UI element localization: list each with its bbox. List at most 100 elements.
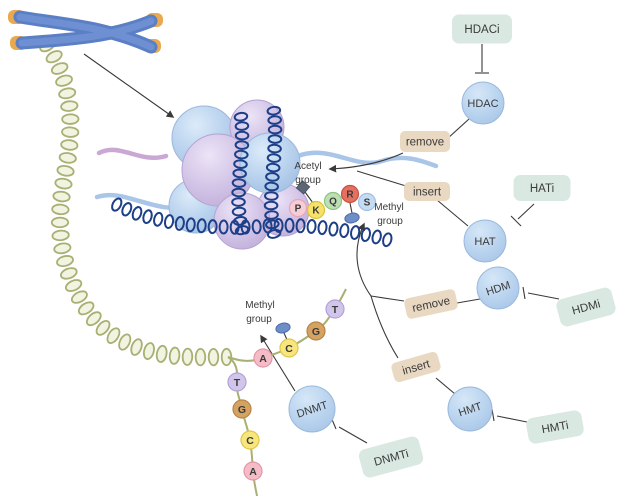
action-insert-histone-acetyl: insert [404,182,450,201]
svg-text:HMTi: HMTi [541,420,570,437]
base-g: G [306,321,326,341]
coil-ring [168,346,181,365]
svg-text:C: C [285,343,293,355]
coil-ring [284,217,295,233]
action-remove-histone-acetyl: remove [400,131,450,152]
inhibition-line-dnmti [338,426,368,444]
coil-ring [350,225,361,240]
coil-ring [50,216,70,229]
coil-ring [231,178,247,188]
coil-ring [50,62,69,75]
dna-bases-down: TG C A [227,372,263,481]
base-t: T [227,372,247,392]
inhibition-line-hmti [496,415,528,423]
coil-ring [53,242,72,255]
coil-ring [267,134,283,144]
coil-ring [264,191,279,201]
svg-text:Q: Q [329,197,337,208]
coil-ring [142,209,153,224]
fork-insert2-line [370,295,399,359]
coil-ring [360,227,372,243]
coil-ring [131,206,143,221]
coil-ring [185,217,196,233]
coil-ring [106,327,121,344]
base-a: A [243,461,263,481]
inhibition-line-hdmi [527,292,560,300]
coil-ring [56,165,75,177]
svg-text:group: group [246,314,272,325]
residue-p: P [288,198,308,218]
svg-text:P: P [295,204,302,215]
coil-ring [55,74,73,87]
coil-ring [234,140,250,150]
svg-text:group: group [295,175,321,186]
chromosome-to-nucleosome-arrow [83,53,175,118]
coil-ring [317,220,328,236]
inhibition-tbar-hati [510,215,522,227]
insert-hat-line [436,199,469,227]
coil-ring [229,219,240,235]
residue-k: K [306,200,326,220]
coil-ring [234,130,250,141]
coil-ring [265,172,280,182]
coil-ring [64,279,83,292]
enzyme-hmt: HMT [447,386,493,432]
svg-text:G: G [238,404,246,416]
dna-bases-up: A C GT [253,299,345,368]
action-boxes: remove insert remove insert [391,131,458,383]
remove-acetyl-arrow [328,152,404,173]
coil-ring [273,217,284,233]
svg-text:C: C [246,435,254,447]
coil-ring [266,105,282,116]
methyl-group-label-top: Methyl [374,202,403,213]
inhibitor-hati: HATi [513,175,571,201]
chromosome [8,10,163,54]
coil-ring [45,50,63,64]
coil-ring [232,168,247,179]
linker-dna-helix [39,38,233,367]
coil-ring [264,181,279,192]
coil-ring [339,223,350,239]
dnmt-methyl-arrow [260,334,296,392]
enzyme-hdac: HDAC [461,81,505,125]
methyl-group-label-bottom: Methyl [245,300,274,311]
coil-ring [220,347,233,367]
coil-ring [51,203,70,216]
coil-ring [371,229,382,245]
svg-text:K: K [312,206,320,217]
coil-ring [85,311,102,327]
coil-ring [240,219,251,235]
coil-ring [266,153,282,163]
coil-ring [251,219,262,235]
enzyme-hat: HAT [463,219,507,263]
connectors [260,44,560,444]
coil-ring [60,100,79,112]
methyl-group-icon [344,212,360,224]
coil-ring [60,267,78,280]
coil-ring [265,219,280,230]
insert-methyl-arrow [356,222,372,297]
inhibitor-hmti: HMTi [526,410,584,444]
coil-ring [231,206,247,217]
svg-text:T: T [332,304,339,316]
svg-text:HATi: HATi [530,183,554,195]
dna-double-helix [111,197,393,248]
coil-ring [328,221,339,237]
svg-text:remove: remove [406,137,444,149]
coil-ring [218,219,229,235]
svg-text:HDACi: HDACi [464,24,499,36]
action-remove-histone-methyl: remove [404,289,458,319]
coil-ring [231,187,246,198]
acetyl-group-icon [295,180,311,195]
base-t: T [325,299,345,319]
svg-text:HAT: HAT [474,236,495,248]
coil-ring [233,111,249,122]
coil-ring [264,210,279,220]
fork-remove2-line [370,295,405,302]
coil-ring [155,344,168,363]
coil-ring [77,301,95,316]
coil-ring [61,113,80,125]
svg-text:group: group [377,216,403,227]
svg-text:A: A [259,353,267,365]
